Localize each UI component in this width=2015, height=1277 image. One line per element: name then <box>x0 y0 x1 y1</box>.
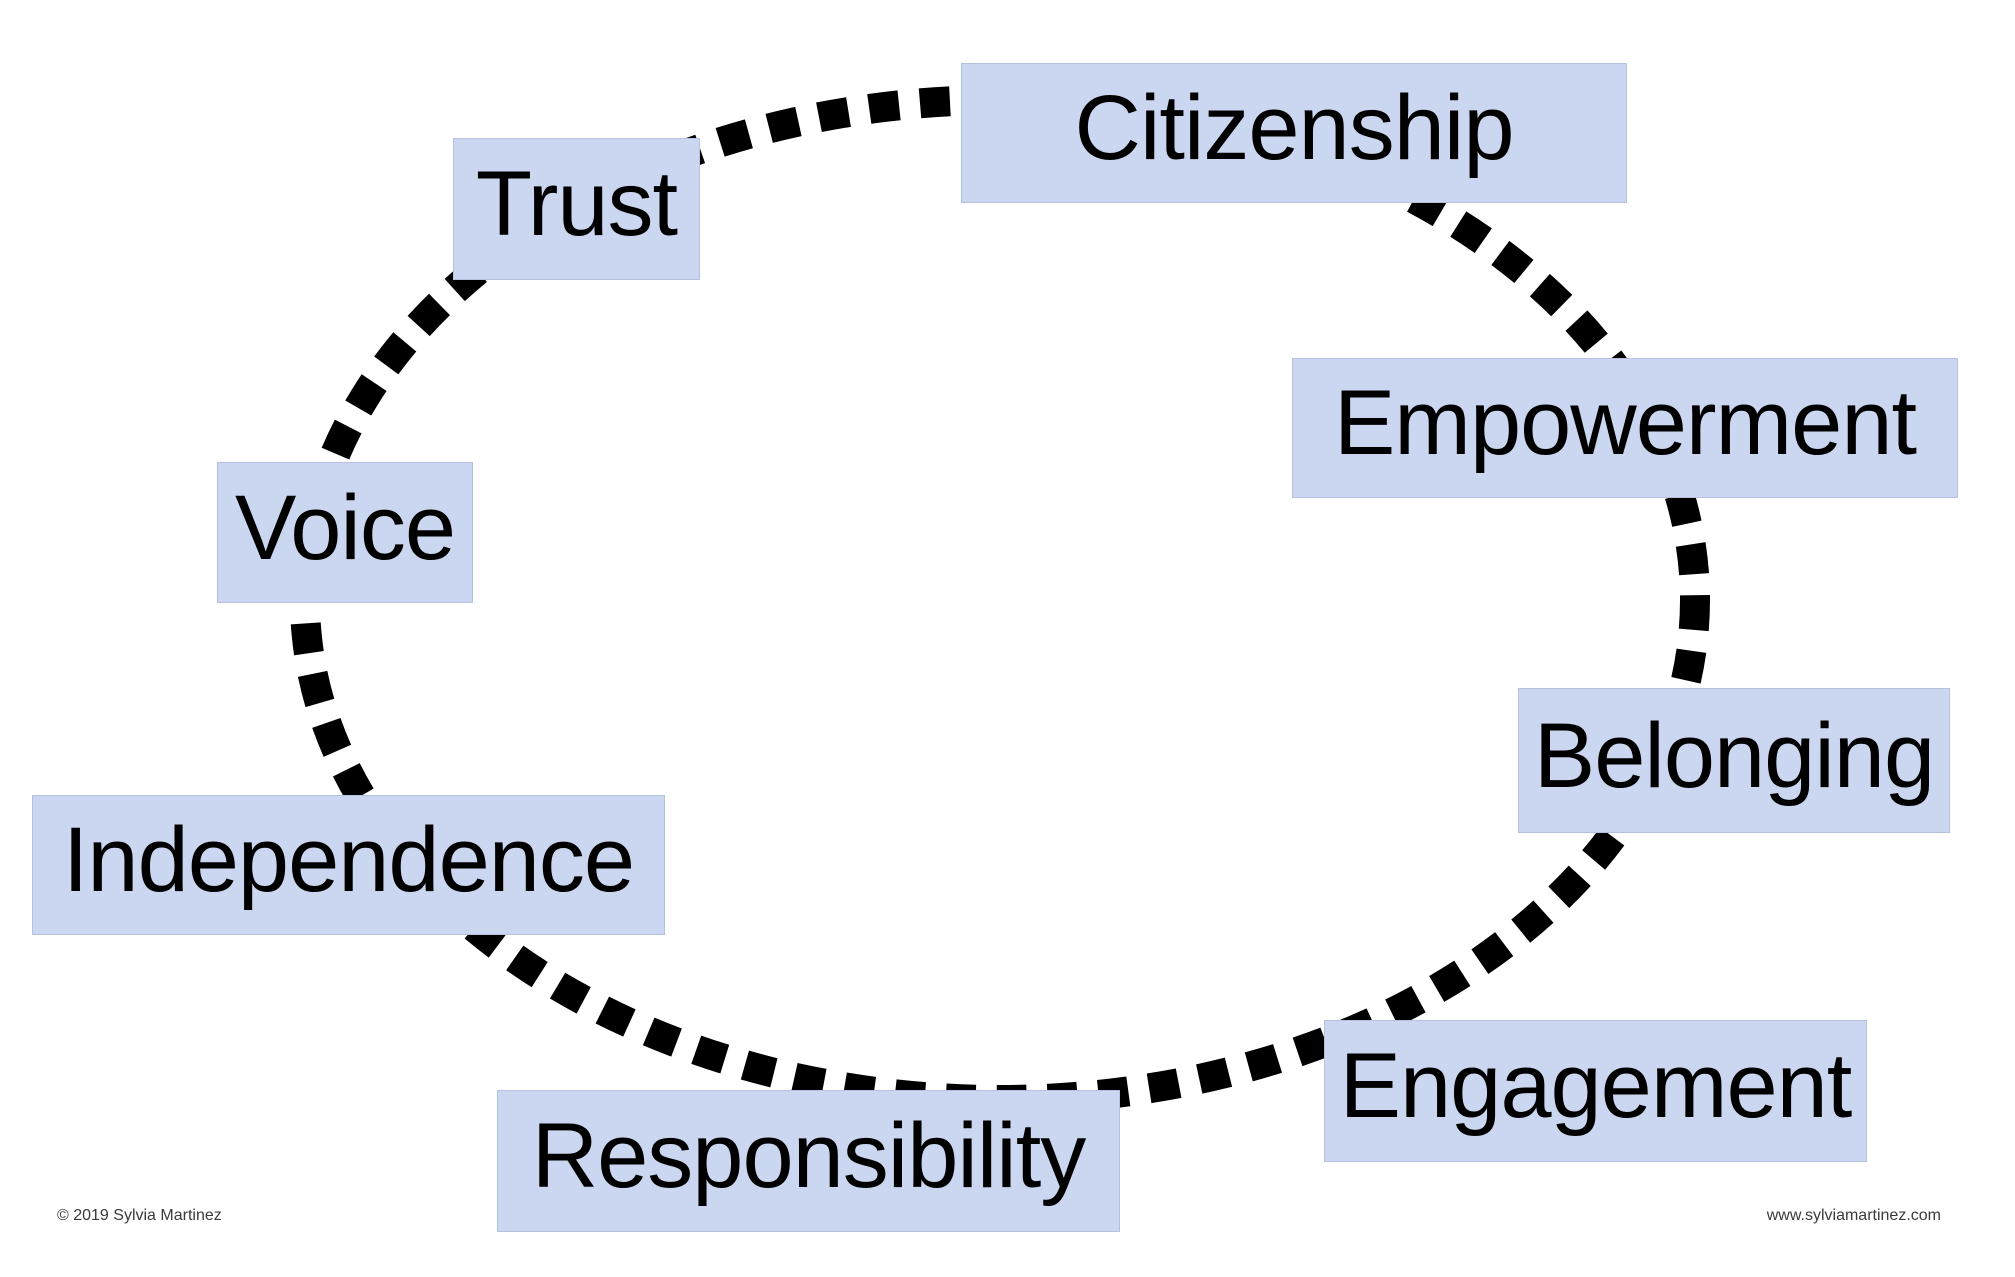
concept-label-trust: Trust <box>475 153 678 255</box>
concept-label-voice: Voice <box>234 476 456 579</box>
website-url: www.sylviamartinez.com <box>1766 1207 1941 1224</box>
concept-box-voice: Voice <box>217 462 473 603</box>
concept-label-citizenship: Citizenship <box>1074 77 1515 179</box>
copyright-text: © 2019 Sylvia Martinez <box>57 1207 222 1224</box>
concept-box-empowerment: Empowerment <box>1292 358 1958 498</box>
concept-label-responsibility: Responsibility <box>531 1105 1087 1207</box>
concept-label-empowerment: Empowerment <box>1333 372 1917 474</box>
concept-box-belonging: Belonging <box>1518 688 1950 833</box>
concept-label-engagement: Engagement <box>1339 1035 1853 1137</box>
concept-label-belonging: Belonging <box>1533 704 1935 807</box>
concept-box-citizenship: Citizenship <box>961 63 1627 203</box>
concept-box-engagement: Engagement <box>1324 1020 1867 1162</box>
concept-label-independence: Independence <box>62 809 635 911</box>
concept-box-responsibility: Responsibility <box>497 1090 1120 1232</box>
concept-box-trust: Trust <box>453 138 700 280</box>
concept-box-independence: Independence <box>32 795 665 935</box>
